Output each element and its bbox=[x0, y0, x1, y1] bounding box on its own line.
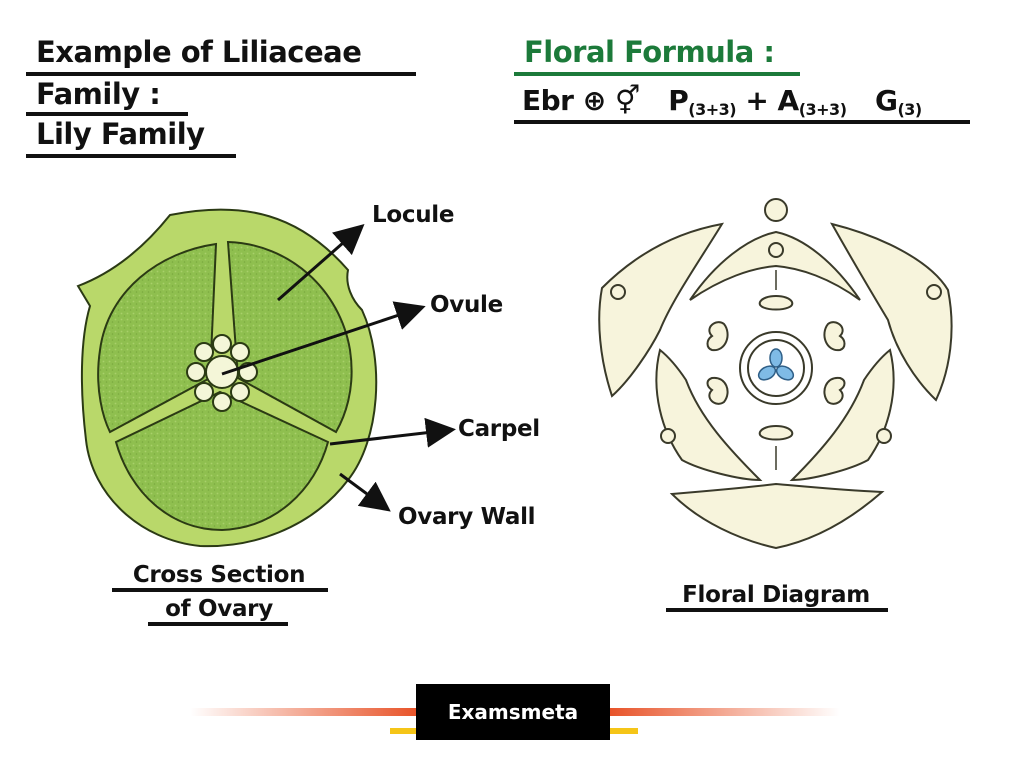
cross-section-caption-line-1: Cross Section bbox=[132, 562, 306, 588]
carpel-label: Carpel bbox=[458, 416, 540, 442]
footer-brand-badge: Examsmeta bbox=[416, 684, 610, 740]
floral-formula-underline bbox=[514, 120, 970, 124]
formula-plus: + bbox=[745, 84, 769, 117]
formula-perianth: P bbox=[668, 84, 689, 117]
cross-section-caption-underline-2 bbox=[148, 622, 288, 626]
formula-androecium: A bbox=[777, 84, 800, 117]
locule-arrow bbox=[277, 224, 365, 302]
locule-label: Locule bbox=[372, 202, 455, 228]
actinomorphic-symbol-icon: ⊕ bbox=[582, 84, 606, 117]
ovary-wall-arrow bbox=[339, 472, 391, 512]
ovary-wall-label: Ovary Wall bbox=[398, 504, 536, 530]
ovary-ring-inner-icon bbox=[747, 339, 805, 397]
ovules-cluster bbox=[186, 334, 258, 412]
mother-axis-icon bbox=[764, 198, 788, 222]
cross-section-caption-line-2: of Ovary bbox=[165, 596, 273, 622]
footer-brand-text: Examsmeta bbox=[447, 700, 579, 724]
ovule-arrow bbox=[221, 301, 426, 376]
formula-androecium-count: (3+3) bbox=[798, 100, 847, 119]
locule-right bbox=[226, 240, 353, 434]
title-line-2-underline bbox=[26, 112, 188, 116]
title-line-2: Family : bbox=[36, 77, 161, 111]
locule-bottom bbox=[114, 390, 330, 532]
formula-gynoecium: G bbox=[875, 84, 898, 117]
title-line-3: Lily Family bbox=[36, 117, 205, 151]
title-line-3-underline bbox=[26, 154, 236, 158]
floral-formula: Ebr ⊕ ⚥ P(3+3) + A(3+3) G(3) bbox=[522, 84, 922, 119]
formula-perianth-count: (3+3) bbox=[688, 100, 737, 119]
title-line-1: Example of Liliaceae bbox=[36, 35, 362, 69]
ovary-ovules bbox=[757, 348, 795, 381]
cross-section-caption-underline-1 bbox=[112, 588, 328, 592]
floral-formula-heading-underline bbox=[514, 72, 800, 76]
formula-gynoecium-count: (3) bbox=[897, 100, 922, 119]
floral-diagram-caption: Floral Diagram bbox=[682, 582, 870, 608]
formula-ebr: Ebr bbox=[522, 84, 574, 117]
ovule-label: Ovule bbox=[430, 292, 503, 318]
title-line-1-underline bbox=[26, 72, 416, 76]
stamens bbox=[706, 295, 846, 441]
carpel-arrow bbox=[329, 417, 456, 448]
outer-tepals bbox=[598, 222, 953, 550]
locule-left bbox=[97, 242, 218, 434]
inner-tepals bbox=[655, 230, 895, 482]
bisexual-symbol-icon: ⚥ bbox=[614, 84, 640, 117]
floral-diagram-caption-underline bbox=[666, 608, 888, 612]
floral-formula-heading: Floral Formula : bbox=[524, 35, 775, 69]
